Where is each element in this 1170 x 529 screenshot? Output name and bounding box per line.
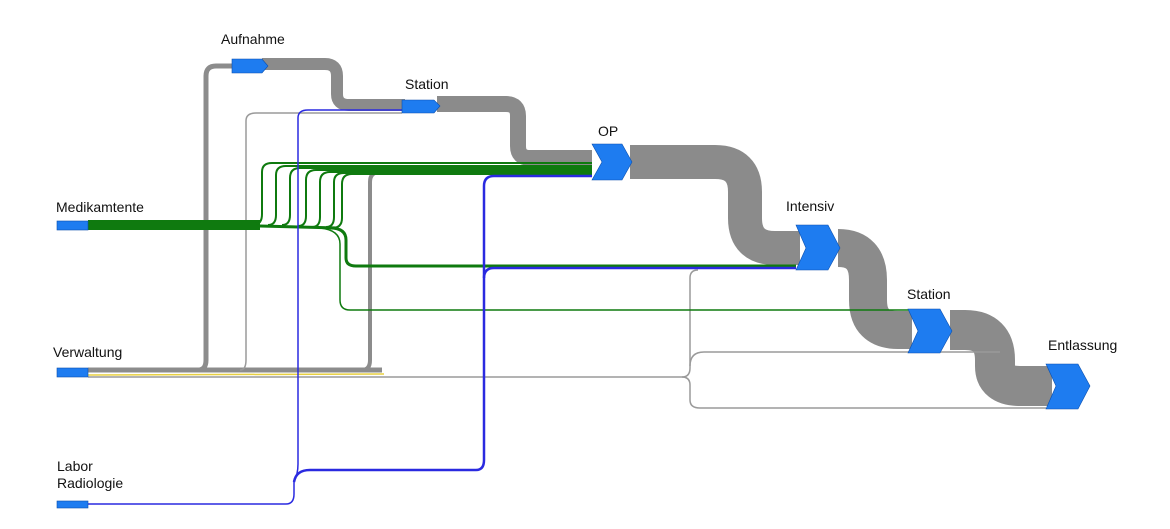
medikamente-to-station (319, 227, 910, 311)
flow-station-entlassung (945, 310, 1052, 406)
medikamente-branch-7 (331, 173, 592, 229)
label-medikamente: Medikamtente (56, 199, 144, 215)
medikamente-branch-5 (311, 171, 592, 228)
verwaltung-to-station (239, 112, 402, 371)
verwaltung-to-entlassung-lower (681, 376, 1046, 409)
medikamente-branch-1 (254, 162, 592, 225)
medikamente-branch-6 (325, 172, 592, 228)
verwaltung-to-entlassung-upper (689, 351, 1000, 367)
verwaltung-yellow-accent (87, 373, 385, 376)
node-op (591, 143, 633, 181)
main-process-flow (262, 58, 1052, 406)
node-aufnahme (231, 58, 269, 74)
medikamente-flows (88, 162, 910, 311)
label-entlassung: Entlassung (1048, 337, 1118, 353)
verwaltung-flows (87, 63, 1046, 409)
labor-main-line (88, 480, 295, 505)
node-entlassung (1045, 363, 1091, 410)
labor-to-op-base (292, 174, 592, 483)
labor-to-intensiv (482, 266, 796, 279)
node-verwaltung-source (56, 367, 89, 378)
medikamente-to-intensiv (329, 226, 796, 268)
flow-intensiv-station (836, 229, 917, 349)
label-aufnahme: Aufnahme (221, 31, 285, 47)
node-medikamente-source (56, 220, 89, 231)
verwaltung-to-op (361, 170, 592, 372)
labor-flows (88, 109, 796, 505)
label-intensiv: Intensiv (786, 198, 835, 214)
flow-station-op (437, 96, 592, 166)
nodes (56, 58, 1091, 509)
verwaltung-to-aufnahme (197, 63, 232, 373)
flow-aufnahme-station (262, 58, 405, 111)
label-station-bottom: Station (907, 286, 951, 302)
label-station-top: Station (405, 76, 449, 92)
label-labor: Labor (57, 458, 93, 474)
medikamente-main-thin (259, 224, 339, 230)
medikamente-branch-2 (267, 165, 592, 226)
label-op: OP (598, 123, 619, 139)
node-labor-source (56, 500, 89, 509)
label-radiologie: Radiologie (57, 475, 124, 491)
flow-op-intensiv (630, 145, 800, 265)
label-labor-radiologie: Labor Radiologie (57, 458, 123, 492)
medikamente-branch-4 (297, 169, 592, 227)
node-station-top (401, 99, 441, 114)
node-station-bottom (907, 308, 953, 354)
label-verwaltung: Verwaltung (53, 344, 123, 360)
node-intensiv (795, 224, 841, 271)
medikamente-branch-3 (281, 167, 592, 226)
verwaltung-to-entlassung (88, 269, 699, 378)
